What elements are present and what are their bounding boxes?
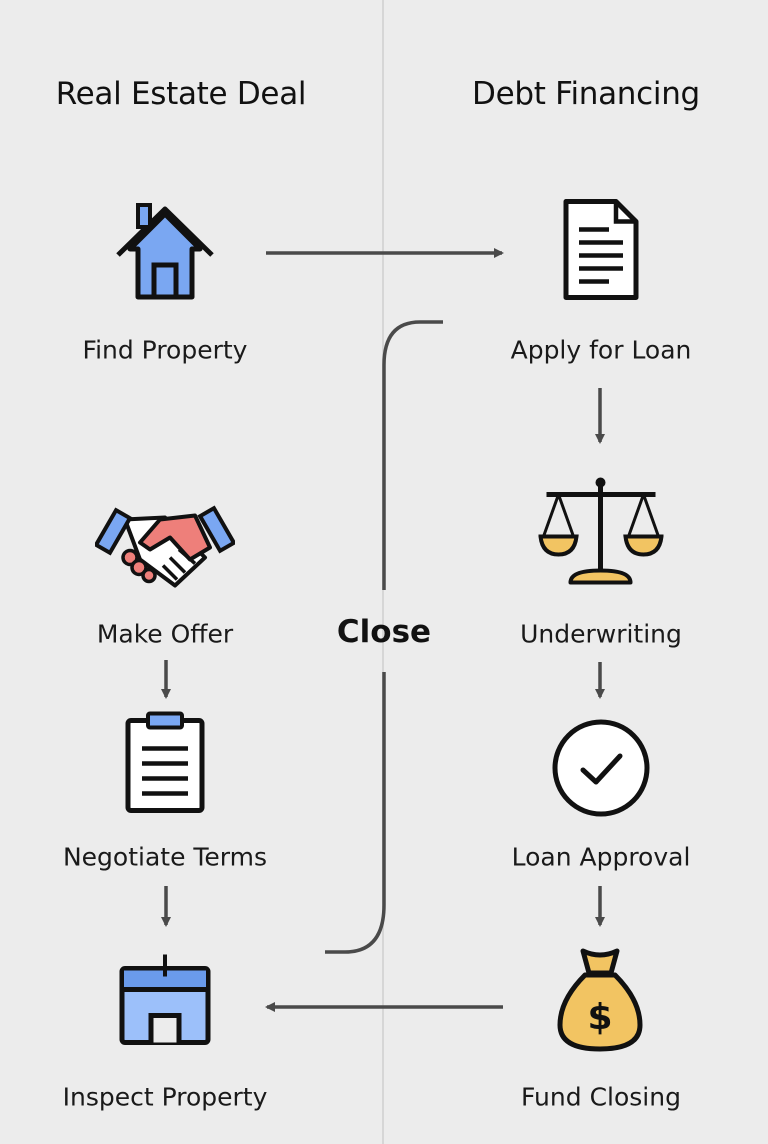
close-connector-label: Close	[336, 614, 432, 650]
column-title-debt-financing: Debt Financing	[472, 76, 700, 112]
column-title-real-estate: Real Estate Deal	[55, 76, 307, 112]
close-connector-top	[382, 320, 443, 590]
step-make-offer: Make Offer	[96, 619, 234, 649]
money-bag-icon: $	[557, 948, 643, 1052]
clipboard-icon	[125, 711, 205, 813]
step-underwriting: Underwriting	[520, 619, 682, 649]
step-loan-approval: Loan Approval	[511, 842, 691, 872]
step-negotiate-terms: Negotiate Terms	[62, 842, 268, 872]
building-icon	[119, 954, 211, 1045]
document-icon	[563, 199, 639, 300]
step-apply-for-loan: Apply for Loan	[510, 335, 692, 365]
step-fund-closing: Fund Closing	[521, 1082, 681, 1112]
handshake-icon	[95, 505, 235, 588]
step-find-property: Find Property	[82, 335, 248, 365]
close-connector-bottom	[325, 672, 386, 954]
step-inspect-property: Inspect Property	[62, 1082, 268, 1112]
svg-text:$: $	[587, 997, 612, 1038]
scales-icon	[538, 477, 664, 585]
house-icon	[116, 203, 214, 300]
check-circle-icon	[552, 719, 650, 817]
